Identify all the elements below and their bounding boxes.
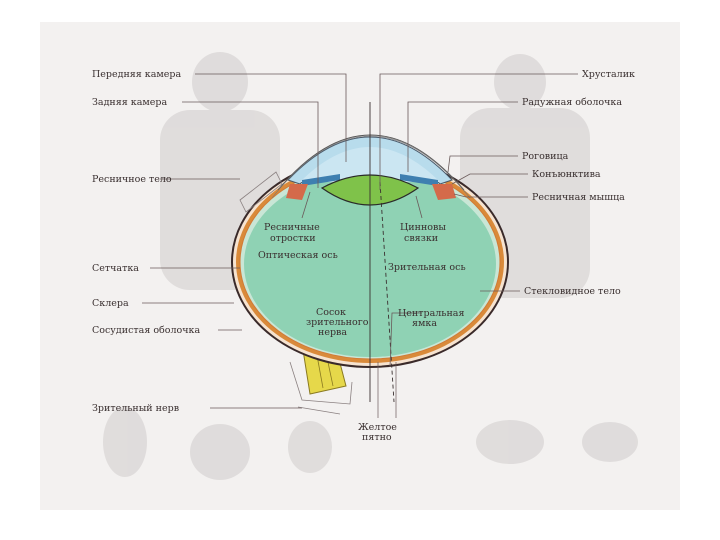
label-optical-axis: Оптическая ось	[258, 250, 338, 261]
label-fovea-2: ямка	[412, 318, 437, 329]
label-vitreous-body: Стекловидное тело	[524, 286, 621, 297]
optic-nerve-sheath-lower	[298, 407, 340, 414]
label-conjunctiva: Конъюнктива	[532, 169, 601, 180]
label-zonule-1: Цинновы	[400, 222, 446, 233]
label-anterior-chamber: Передняя камера	[92, 69, 181, 80]
label-macula-2: пятно	[362, 432, 392, 443]
label-ciliary-processes-1: Ресничные	[264, 222, 320, 233]
label-ciliary-processes-2: отростки	[270, 233, 316, 244]
label-ciliary-muscle: Ресничная мышца	[532, 192, 625, 203]
label-iris: Радужная оболочка	[522, 97, 622, 108]
label-retina: Сетчатка	[92, 263, 139, 274]
label-sclera: Склера	[92, 298, 129, 309]
label-ciliary-body: Ресничное тело	[92, 174, 172, 185]
label-posterior-chamber: Задняя камера	[92, 97, 167, 108]
label-optic-nerve: Зрительный нерв	[92, 403, 179, 414]
label-zonule-2: связки	[404, 233, 438, 244]
label-cornea: Роговица	[522, 151, 569, 162]
label-visual-axis: Зрительная ось	[388, 262, 466, 273]
label-optic-disc-3: нерва	[318, 327, 347, 338]
label-choroid: Сосудистая оболочка	[92, 325, 200, 336]
figure-panel: Передняя камера Задняя камера Ресничное …	[40, 22, 680, 510]
label-lens: Хрусталик	[582, 69, 635, 80]
eye-diagram: Передняя камера Задняя камера Ресничное …	[40, 22, 680, 510]
